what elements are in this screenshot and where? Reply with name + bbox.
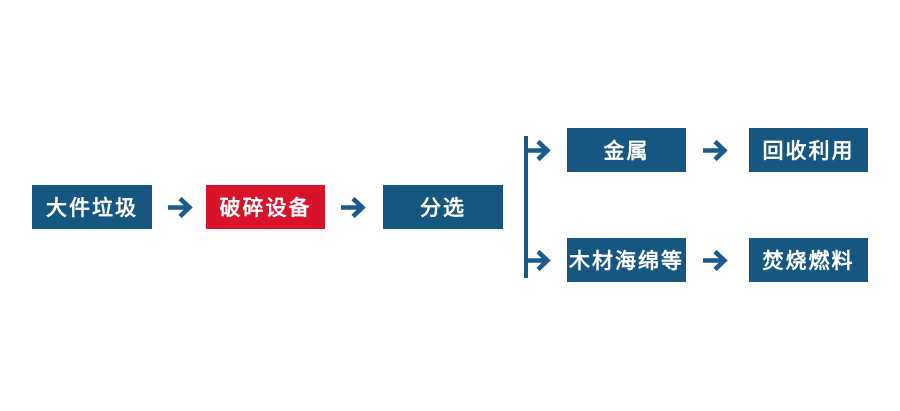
node-bulky-waste: 大件垃圾 [32,185,152,229]
arrow-right-icon [526,249,551,272]
node-sorting: 分选 [383,185,503,229]
node-wood-sponge-etc: 木材海绵等 [567,238,686,282]
arrow-right-icon [341,196,366,219]
node-recycling: 回收利用 [749,128,868,172]
node-metal: 金属 [567,128,686,172]
arrow-right-icon [526,139,551,162]
arrow-right-icon [703,249,728,272]
node-incineration-fuel: 焚烧燃料 [749,238,868,282]
branch-connector-line [524,136,528,278]
node-crushing-equipment: 破碎设备 [206,185,325,229]
arrow-right-icon [168,196,193,219]
arrow-right-icon [703,139,728,162]
